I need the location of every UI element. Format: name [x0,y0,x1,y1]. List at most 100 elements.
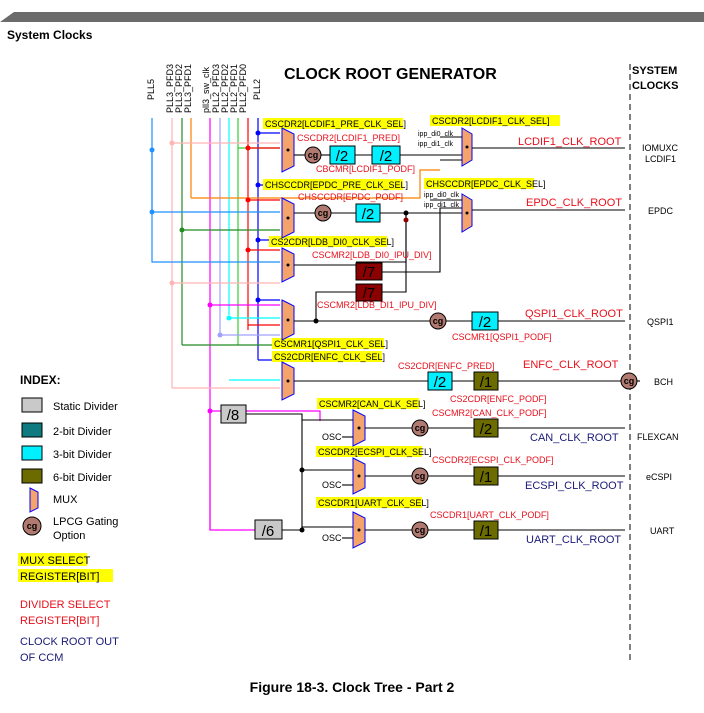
six-bit-divider-swatch [21,468,43,484]
gate-label: cg [318,208,329,218]
index-title: INDEX: [20,373,61,387]
clock-root-label: CAN_CLK_ROOT [530,432,619,444]
divider-static-6: /6 [262,523,275,540]
index-item: MUX [53,494,78,506]
index-item: 2-bit Divider [53,426,112,438]
three-bit-divider-swatch [21,445,43,461]
divider-ldb-di0: /7 [363,264,376,281]
mux-input-label: ipp_di1_clk [418,141,454,148]
divider-select-legend: DIVIDER SELECT [20,599,111,611]
destination-label: IOMUXC [642,143,679,153]
clock-root-label: LCDIF1_CLK_ROOT [518,136,622,148]
divider-lcdif1-pred: /2 [336,148,349,165]
mux-input-label: ipp_di0_clk [424,192,460,199]
mux-select-label: CSCMR2[CAN_CLK_SEL] [319,399,426,409]
section-title: System Clocks [7,28,93,42]
divider-ldb-di1: /7 [363,285,376,302]
source-label: PLL2_PFD1 [229,64,239,113]
source-label: PLL3_PFD1 [183,64,193,113]
clock-root-label: EPDC_CLK_ROOT [526,197,622,209]
source-label: PLL3_PFD3 [165,64,175,113]
divider-select-label: CSCMR2[CAN_CLK_PODF] [432,408,547,418]
clock-root-label: QSPI1_CLK_ROOT [525,308,623,320]
divider-select-label: CSCDR1[UART_CLK_PODF] [430,510,549,520]
divider-select-label: CS2CDR[ENFC_PRED] [398,361,495,371]
mux-select-label: CSCDR2[ECSPI_CLK_SEL] [318,447,432,457]
gate-label: cg [415,525,426,535]
mux-select-label: CHSCCDR[EPDC_CLK_SEL] [426,179,546,189]
divider-select-label: CSCDR2[ECSPI_CLK_PODF] [432,455,554,465]
clock-root-label: UART_CLK_ROOT [526,534,621,546]
mux-select-label: CHSCCDR[EPDC_PRE_CLK_SEL] [265,180,408,190]
lpcg-gate-icon [22,516,42,536]
mux-select-legend: MUX SELECT [20,555,91,567]
two-bit-divider-swatch [21,422,43,438]
clock-root-label: ENFC_CLK_ROOT [523,359,619,371]
divider-select-legend: REGISTER[BIT] [20,615,99,627]
index-item: Option [53,530,85,542]
source-label: PLL2_PFD2 [220,64,230,113]
mux-select-label: CSCMR1[QSPI1_CLK_SEL] [274,339,388,349]
gate-label: cg [624,376,635,386]
mux-icon [29,487,39,513]
system-clocks-heading-2: CLOCKS [632,80,678,92]
mux-select-label: CSCDR2[LCDIF1_CLK_SEL] [432,116,550,126]
source-label: PLL3_PFD2 [174,64,184,113]
divider-static-8: /8 [227,407,240,424]
destination-label: LCDIF1 [645,154,676,164]
source-label: PLL2_PFD0 [238,64,248,113]
mux-input-label: ipp_di1_clk [424,202,460,209]
gate-label: cg [415,423,426,433]
divider-can-podf: /2 [480,421,493,438]
osc-label: OSC [322,480,342,490]
gate-label: cg [308,150,319,160]
destination-label: BCH [654,377,673,387]
divider-select-label: CS2CDR[ENFC_PODF] [450,394,547,404]
mux-select-label: CS2CDR[LDB_DI0_CLK_SEL] [271,237,394,247]
mux-select-label: CSCDR1[UART_CLK_SEL] [318,498,429,508]
system-clocks-heading-1: SYSTEM [632,65,677,77]
index-item: 6-bit Divider [53,472,112,484]
divider-select-label: CSCDR2[LCDIF1_PRED] [297,133,400,143]
destination-label: EPDC [648,206,674,216]
gate-label: cg [415,471,426,481]
index-item: Static Divider [53,401,118,413]
figure-caption: Figure 18-3. Clock Tree - Part 2 [249,679,455,695]
clock-root-label: ECSPI_CLK_ROOT [525,480,624,492]
divider-lcdif1-podf: /2 [380,148,393,165]
divider-epdc-podf: /2 [362,206,375,223]
clock-root-legend: CLOCK ROOT OUT [20,636,119,648]
osc-label: OSC [322,533,342,543]
destination-label: eCSPI [646,472,672,482]
divider-select-label: CSCMR2[LDB_DI1_IPU_DIV] [317,300,437,310]
divider-uart-podf: /1 [480,523,493,540]
divider-select-label: CHSCCDR[EPDC_PODF] [298,192,403,202]
divider-enfc-podf: /1 [480,374,493,391]
osc-label: OSC [322,432,342,442]
divider-ecspi-podf: /1 [480,469,493,486]
mux-select-legend: REGISTER[BIT] [20,571,99,583]
index-item: LPCG Gating [53,516,118,528]
header-banner [0,12,704,22]
destination-label: QSPI1 [647,317,674,327]
index-item: 3-bit Divider [53,449,112,461]
destination-label: FLEXCAN [637,432,679,442]
divider-qspi1-podf: /2 [479,314,492,331]
source-label: pll3_sw_clk [201,66,211,113]
gate-label: cg [433,316,444,326]
divider-select-label: CSCMR2[LDB_DI0_IPU_DIV] [312,250,432,260]
destination-label: UART [650,526,675,536]
source-label: PLL2_PFD3 [211,64,221,113]
source-label: PLL2 [252,79,262,100]
mux-input-label: ipp_di0_clk [418,131,454,138]
mux-select-label: CSCDR2[LCDIF1_PRE_CLK_SEL] [265,119,406,129]
divider-enfc-pred: /2 [434,374,447,391]
source-label: PLL5 [146,79,156,100]
diagram-title: CLOCK ROOT GENERATOR [284,66,497,83]
mux-select-label: CS2CDR[ENFC_CLK_SEL] [274,352,385,362]
clock-root-legend: OF CCM [20,652,63,664]
static-divider-swatch [21,397,43,413]
lpcg-gate-icon-label: cg [27,521,38,531]
divider-select-label: CSCMR1[QSPI1_PODF] [452,332,552,342]
